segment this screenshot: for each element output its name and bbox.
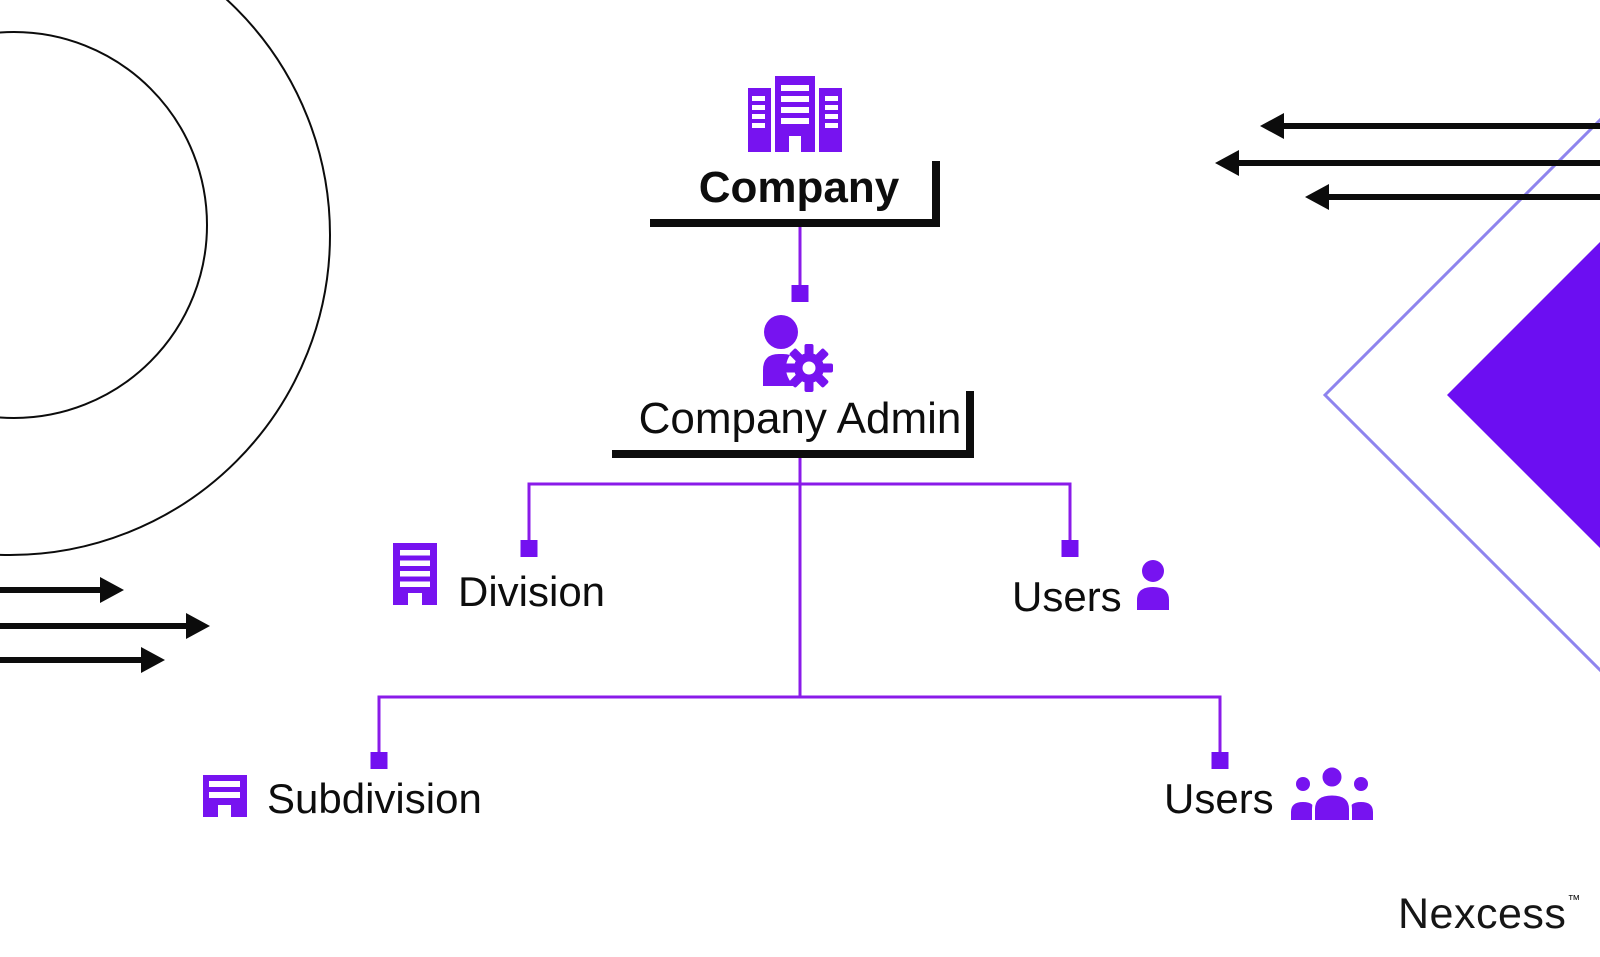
subdivision-users-label: Users: [1164, 775, 1274, 822]
trademark-symbol: ™: [1567, 892, 1581, 907]
diamond-filled-decoration: [1447, 242, 1600, 548]
node-subdivision: [203, 775, 247, 817]
nexcess-logo: Nexcess™: [1398, 890, 1581, 938]
company-admin-label-frame: Company Admin: [612, 391, 974, 458]
node-subdivision-users: [1290, 766, 1374, 820]
division-users-label: Users: [1012, 573, 1122, 620]
node-company: [748, 76, 842, 152]
node-division: [393, 543, 437, 605]
node-company-admin: [748, 310, 836, 394]
arrows-left-decoration: [1215, 113, 1600, 210]
node-division-users: [1136, 560, 1170, 610]
users-group-icon: [1291, 766, 1373, 820]
connector-endpoints: [370, 285, 1229, 769]
nexcess-logo-text: Nexcess: [1398, 890, 1567, 938]
division-label: Division: [458, 568, 606, 615]
storefront-building-icon: [203, 775, 247, 817]
company-label-frame: Company: [650, 161, 940, 227]
concentric-circles-decoration: [0, 0, 331, 556]
user-icon: [1137, 560, 1169, 610]
company-admin-label: Company Admin: [638, 394, 962, 443]
arrows-right-decoration: [0, 577, 210, 673]
buildings-icon: [748, 76, 842, 152]
company-label: Company: [698, 163, 900, 212]
hierarchy-connectors: [377, 225, 1222, 752]
building-icon: [393, 543, 437, 605]
user-gear-icon: [763, 315, 833, 392]
subdivision-label: Subdivision: [267, 775, 482, 822]
